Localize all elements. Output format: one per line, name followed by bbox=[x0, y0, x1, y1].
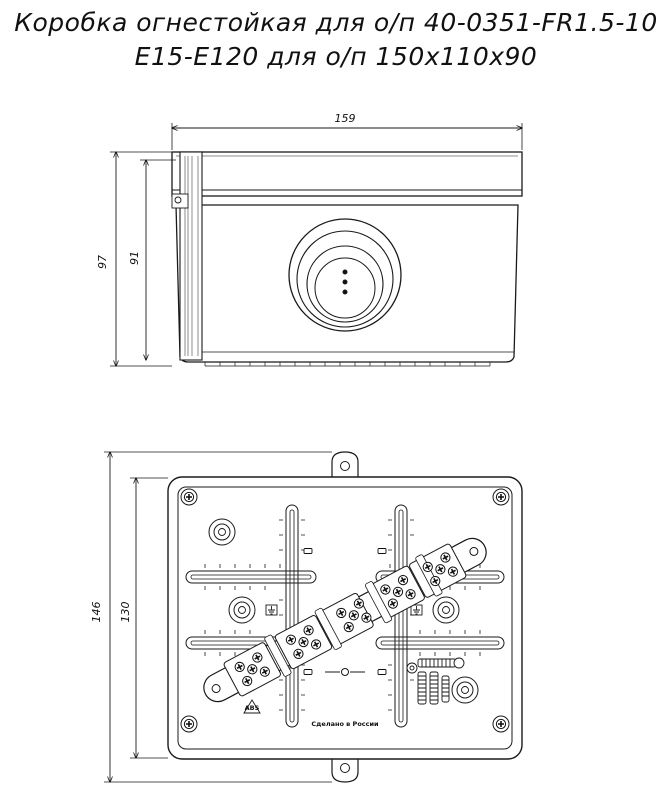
side-width-dimension: 159 bbox=[335, 112, 356, 125]
title-line-1: Коробка огнестойкая для о/п 40-0351-FR1.… bbox=[14, 8, 658, 37]
side-view bbox=[110, 123, 523, 366]
top-height-outer-dimension: 146 bbox=[90, 602, 103, 623]
top-height-inner-dimension: 130 bbox=[119, 602, 132, 623]
ground-sign-icon bbox=[265, 604, 278, 616]
side-height-outer-dimension: 97 bbox=[96, 255, 109, 269]
made-in-russia-label: Сделано в России bbox=[311, 720, 379, 728]
abs-marking: ABS bbox=[245, 704, 260, 712]
top-view bbox=[104, 452, 523, 782]
side-height-inner-dimension: 91 bbox=[128, 251, 141, 265]
title-line-2: E15-E120 для о/п 150x110x90 bbox=[134, 42, 538, 71]
